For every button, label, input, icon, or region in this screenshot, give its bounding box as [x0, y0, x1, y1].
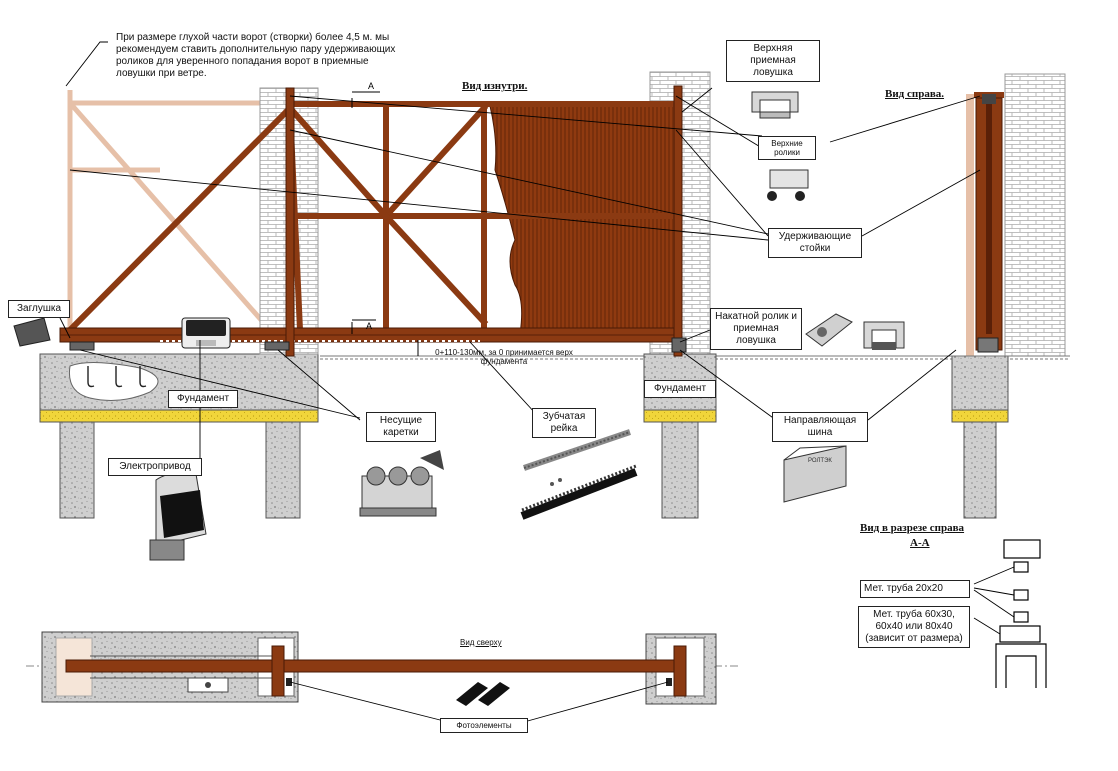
plug-picture [13, 317, 51, 347]
foundation-left [39, 353, 319, 519]
label-foundation-middle: Фундамент [644, 380, 716, 398]
label-photocells: Фотоэлементы [440, 718, 528, 733]
label-foundation-left: Фундамент [168, 390, 238, 408]
label-pipe-small: Мет. труба 20х20 [860, 580, 970, 598]
label-guide-rail: Направляющая шина [772, 412, 868, 442]
holding-post-right [673, 85, 683, 357]
photocells-picture [456, 682, 510, 706]
label-drive: Электропривод [108, 458, 202, 476]
title-section-mark: А-А [910, 537, 930, 549]
top-view [26, 631, 740, 705]
section-mark-bottom: А [366, 321, 372, 331]
label-gear-rack: Зубчатая рейка [532, 408, 596, 438]
guide-rail-brand: РОЛТЭК [808, 458, 832, 464]
title-right-view: Вид справа. [885, 88, 945, 100]
label-upper-rollers: Верхние ролики [758, 136, 816, 160]
section-mark-top: А [368, 81, 374, 91]
label-plug: Заглушка [8, 300, 70, 318]
side-view-pillar [1004, 73, 1066, 357]
title-inside-view: Вид изнутри. [462, 80, 528, 92]
drive-unit-main [181, 317, 231, 349]
title-top-view: Вид сверху [460, 638, 502, 647]
leader-lines [59, 41, 1015, 723]
title-section-view: Вид в разрезе справа [860, 522, 965, 534]
label-holding-posts: Удерживающие стойки [768, 228, 862, 258]
gear-rack-picture [520, 429, 638, 520]
upper-rollers-picture [767, 169, 809, 201]
upper-catcher-picture [751, 91, 799, 119]
side-view-post [966, 92, 1004, 356]
gate-open-position-ghost [67, 90, 290, 332]
holding-post-left [285, 87, 295, 357]
carriages-picture [359, 450, 444, 517]
label-upper-catcher: Верхняя приемная ловушка [726, 40, 820, 82]
carriage-markers [69, 337, 687, 353]
gate-sheet [489, 105, 677, 335]
gate-frame [65, 101, 679, 337]
drive-picture [149, 472, 207, 561]
foundation-middle [643, 353, 717, 519]
guide-rail-picture: РОЛТЭК [783, 445, 847, 503]
roll-roller-picture [805, 313, 905, 350]
side-view-foundation [940, 355, 1070, 519]
label-carriages: Несущие каретки [366, 412, 436, 442]
label-roll-roller: Накатной ролик и приемная ловушка [710, 308, 802, 350]
section-aa-drawing [995, 539, 1047, 688]
top-note: При размере глухой части ворот (створки)… [116, 32, 396, 79]
section-mark-lines [351, 91, 419, 356]
label-pipe-large: Мет. труба 60х30, 60х40 или 80х40 (завис… [858, 606, 970, 648]
label-clearance: 0+110-130мм, за 0 принимается верх фунда… [435, 348, 573, 366]
